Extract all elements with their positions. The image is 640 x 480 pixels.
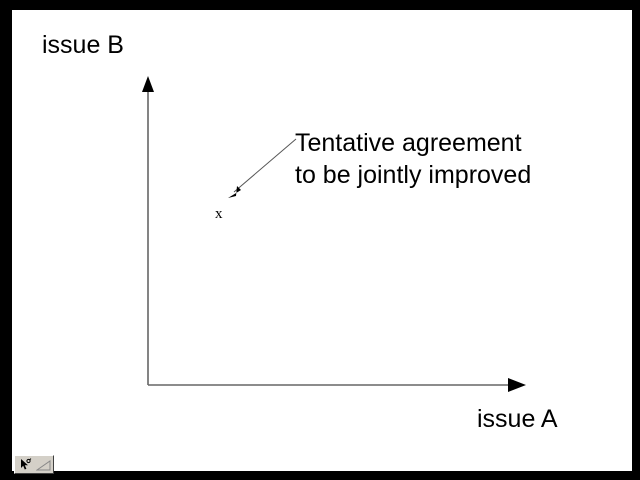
annotation-textbox: Tentative agreement to be jointly improv…: [295, 127, 531, 191]
y-axis-label: issue B: [42, 31, 124, 59]
annotation-line-2: to be jointly improved: [295, 161, 532, 189]
annotation-line-1: Tentative agreement: [295, 129, 522, 157]
data-point-marker: x: [215, 206, 223, 222]
drawing-toolbar[interactable]: [14, 455, 54, 474]
slide-canvas: [12, 10, 632, 471]
draw-pointer-icon[interactable]: [15, 456, 34, 473]
line-curve-icon[interactable]: [34, 456, 53, 473]
x-axis-label: issue A: [477, 405, 558, 433]
